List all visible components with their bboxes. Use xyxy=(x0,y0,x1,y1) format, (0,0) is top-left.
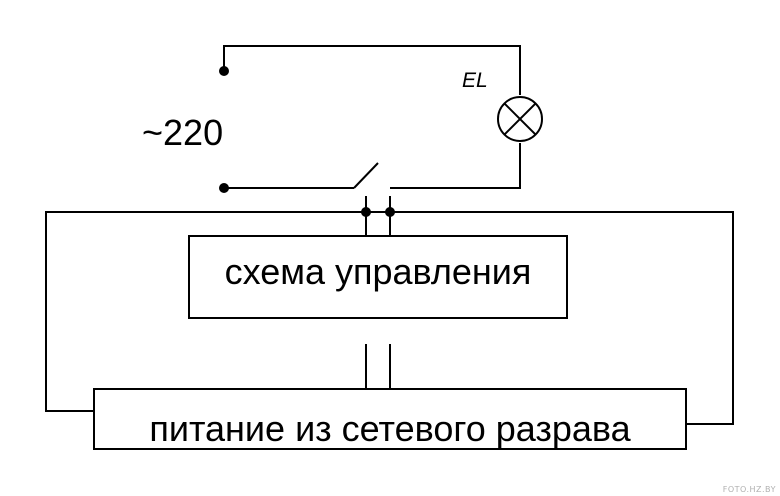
watermark-text: FOTO.HZ.BY xyxy=(723,485,776,494)
voltage-label: ~220 xyxy=(142,112,223,153)
mains-terminal-bottom xyxy=(219,183,229,193)
power-box xyxy=(93,388,687,450)
lamp-to-switch-wire xyxy=(390,143,521,189)
lamp-icon xyxy=(497,96,543,142)
control-box-label: схема управления xyxy=(225,251,532,292)
control-box xyxy=(188,235,568,319)
mains-wire-top xyxy=(223,45,521,95)
junction-node-left xyxy=(361,207,371,217)
lamp-label: EL xyxy=(462,69,488,92)
junction-node-right xyxy=(385,207,395,217)
mains-terminal-top xyxy=(219,66,229,76)
switch-icon xyxy=(353,162,379,189)
power-box-label: питание из сетевого разрава xyxy=(149,408,631,449)
